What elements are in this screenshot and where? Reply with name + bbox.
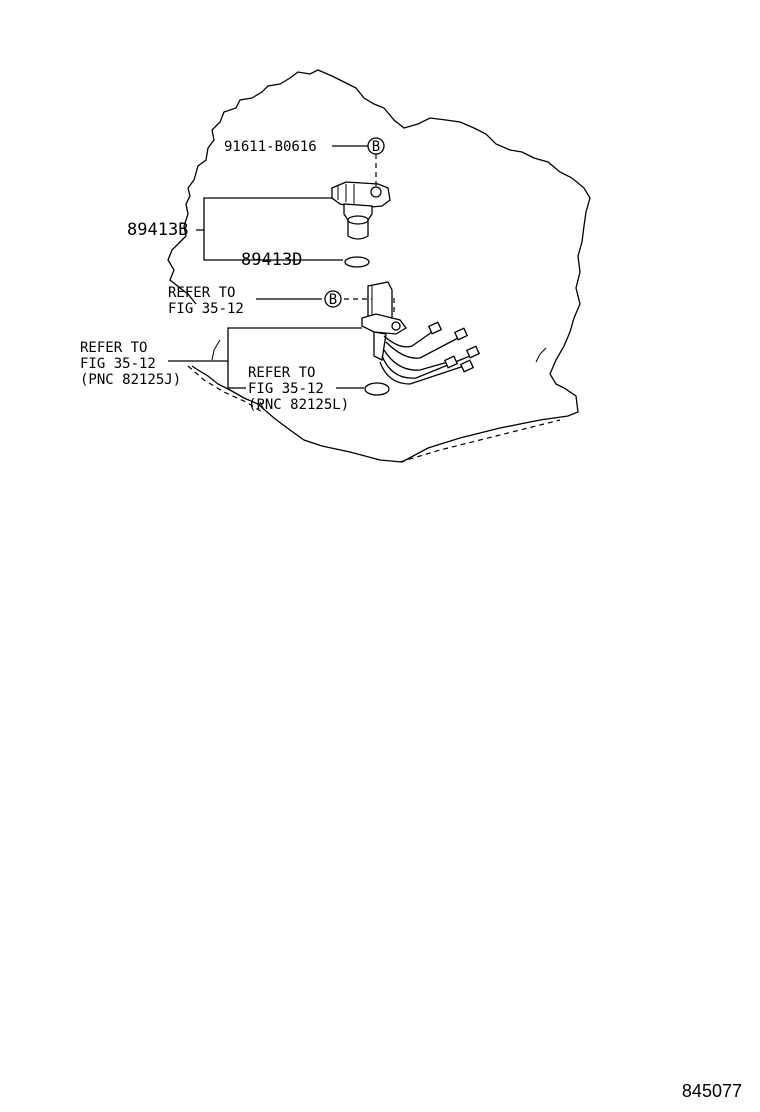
- svg-text:REFER TO: REFER TO: [248, 365, 315, 381]
- svg-text:REFER TO: REFER TO: [168, 285, 235, 301]
- speed-sensor-lower: [361, 281, 481, 385]
- leader-lines: [168, 145, 395, 389]
- svg-text:B: B: [329, 292, 337, 308]
- svg-text:FIG 35-12: FIG 35-12: [80, 356, 156, 372]
- svg-text:REFER TO: REFER TO: [80, 340, 147, 356]
- marker-b-top: B: [367, 137, 385, 155]
- svg-text:FIG 35-12: FIG 35-12: [248, 381, 324, 397]
- marker-b-bottom: B: [324, 290, 342, 308]
- part-number-oring: 89413D: [241, 250, 302, 270]
- svg-text:FIG 35-12: FIG 35-12: [168, 301, 244, 317]
- o-ring-lower: [364, 382, 390, 396]
- transmission-housing-outline: [167, 69, 591, 463]
- refer-callout-1: REFER TO FIG 35-12: [168, 285, 244, 317]
- speed-sensor-upper: [331, 181, 391, 240]
- part-number-sensor: 89413B: [127, 220, 188, 240]
- svg-text:B: B: [372, 139, 380, 155]
- o-ring-upper: [344, 256, 370, 268]
- part-number-bolt: 91611-B0616: [224, 139, 317, 155]
- refer-callout-3: REFER TO FIG 35-12 (PNC 82125L): [248, 365, 349, 413]
- figure-id: 845077: [681, 1081, 742, 1101]
- refer-callout-2: REFER TO FIG 35-12 (PNC 82125J): [80, 340, 181, 388]
- svg-text:(PNC 82125J): (PNC 82125J): [80, 372, 181, 388]
- svg-text:(PNC 82125L): (PNC 82125L): [248, 397, 349, 413]
